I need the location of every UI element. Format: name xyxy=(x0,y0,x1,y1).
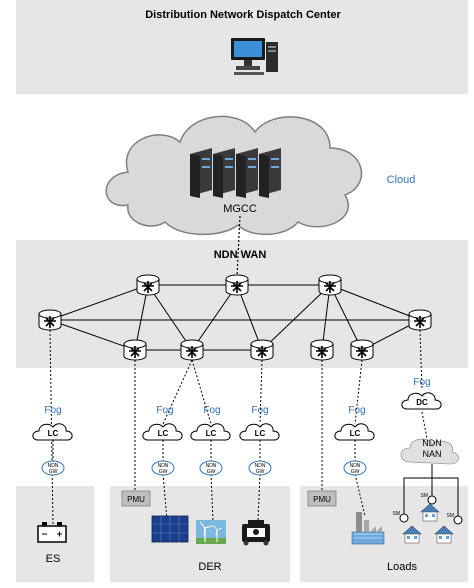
dc-label: DC xyxy=(416,398,428,407)
lc-label: LC xyxy=(350,429,361,438)
gw-label-top: NDN xyxy=(48,463,59,469)
gw-label-bottom: GW xyxy=(207,469,216,475)
smart-meter-icon: SM xyxy=(393,511,409,523)
cloud-label: Cloud xyxy=(387,174,416,186)
router-icon xyxy=(180,339,204,361)
solar-panel-icon xyxy=(151,515,189,543)
lc-label: LC xyxy=(255,429,266,438)
factory-icon xyxy=(351,512,385,545)
router-icon xyxy=(136,274,160,296)
fog-node-es: Fog LC NDN GW xyxy=(32,405,73,476)
fog-label: Fog xyxy=(251,405,268,416)
lc-label: LC xyxy=(206,429,217,438)
es-label: ES xyxy=(46,553,61,565)
router-icon xyxy=(123,339,147,361)
fog-label: Fog xyxy=(44,405,61,416)
server-rack-icon xyxy=(190,148,281,198)
fog-node-der-2: Fog LC NDN GW xyxy=(190,405,231,476)
svg-text:SM: SM xyxy=(393,511,401,517)
router-icon xyxy=(408,309,432,331)
router-icon xyxy=(350,339,374,361)
house-icon xyxy=(420,503,440,522)
fog-label: Fog xyxy=(156,405,173,416)
fog-node-der-3: Fog LC NDN GW xyxy=(239,405,280,476)
fog-label: Fog xyxy=(203,405,220,416)
smart-meter-icon: SM xyxy=(447,513,463,525)
pmu-label: PMU xyxy=(313,495,331,504)
svg-text:SM: SM xyxy=(421,493,429,499)
lc-label: LC xyxy=(158,429,169,438)
router-icon xyxy=(318,274,342,296)
fog-label: Fog xyxy=(413,377,430,388)
nan-label-bottom: NAN xyxy=(422,449,441,459)
house-icon xyxy=(434,525,454,544)
gw-label-top: NDN xyxy=(255,463,266,469)
nan-label-top: NDN xyxy=(422,438,442,448)
router-icon xyxy=(225,274,249,296)
pmu-label: PMU xyxy=(127,495,145,504)
wan-links xyxy=(49,284,421,351)
gw-label-top: NDN xyxy=(158,463,169,469)
wind-turbine-icon xyxy=(196,520,226,544)
fog-node-loads: Fog LC NDN GW xyxy=(334,405,375,476)
gw-label-bottom: GW xyxy=(159,469,168,475)
smart-meter-icon: SM xyxy=(421,493,437,505)
nan-links xyxy=(403,464,459,516)
wan-panel xyxy=(16,240,468,368)
gw-label-bottom: GW xyxy=(351,469,360,475)
lc-label: LC xyxy=(48,429,59,438)
mgcc-label: MGCC xyxy=(223,203,257,215)
wan-label: NDN WAN xyxy=(214,249,267,261)
gw-label-top: NDN xyxy=(350,463,361,469)
computer-icon xyxy=(231,38,278,75)
fog-node-der-1: Fog LC NDN GW xyxy=(142,405,183,476)
router-icon xyxy=(310,339,334,361)
router-icon xyxy=(250,339,274,361)
gw-label-bottom: GW xyxy=(49,469,58,475)
pmu-box-loads: PMU xyxy=(307,490,337,507)
der-label: DER xyxy=(198,561,221,573)
fog-node-dc: Fog DC NDN NAN xyxy=(400,377,459,465)
generator-icon xyxy=(242,520,270,546)
house-icon xyxy=(402,525,422,544)
pmu-box-der: PMU xyxy=(121,490,151,507)
gw-label-bottom: GW xyxy=(256,469,265,475)
gw-label-top: NDN xyxy=(206,463,217,469)
battery-icon xyxy=(37,522,67,543)
fog-label: Fog xyxy=(348,405,365,416)
nan-cloud xyxy=(400,438,459,465)
loads-label: Loads xyxy=(387,561,417,573)
router-icon xyxy=(38,309,62,331)
field-links xyxy=(49,329,429,525)
svg-text:SM: SM xyxy=(447,513,455,519)
dispatch-center-title: Distribution Network Dispatch Center xyxy=(145,9,341,21)
